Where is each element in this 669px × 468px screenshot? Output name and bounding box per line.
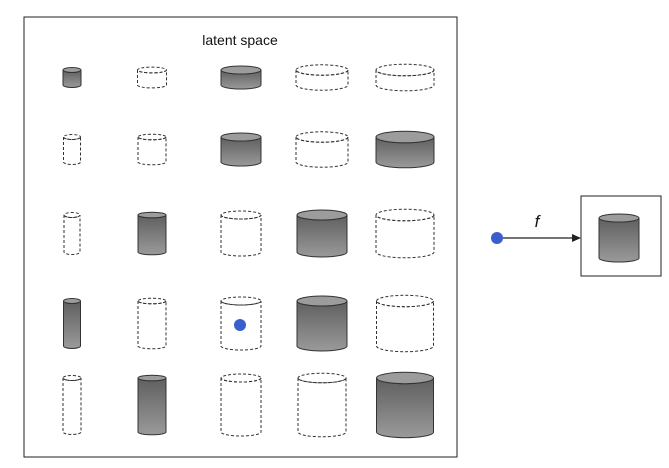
cylinder-r5-c3 bbox=[220, 373, 262, 437]
cylinder-r1-c4 bbox=[295, 64, 349, 91]
cylinder-r4-c2 bbox=[137, 297, 167, 350]
cylinder-r2-c5 bbox=[375, 130, 435, 169]
cylinder-r3-c2 bbox=[137, 211, 167, 256]
cylinder-r3-c4 bbox=[296, 209, 348, 258]
cylinder-r5-c4 bbox=[297, 372, 347, 438]
latent-point-marker bbox=[234, 319, 246, 331]
function-label: f bbox=[535, 212, 542, 231]
input-point bbox=[491, 232, 503, 244]
cylinder-r4-c5 bbox=[376, 294, 434, 353]
output-cylinder bbox=[598, 213, 640, 263]
cylinder-r3-c5 bbox=[375, 208, 435, 259]
cylinder-r4-c3 bbox=[220, 296, 262, 351]
cylinder-r1-c5 bbox=[375, 63, 435, 92]
cylinder-r5-c2 bbox=[137, 374, 167, 436]
cylinder-grid bbox=[62, 63, 435, 439]
cylinder-r3-c3 bbox=[220, 210, 262, 257]
cylinder-r4-c1 bbox=[63, 298, 81, 349]
cylinder-r1-c2 bbox=[137, 66, 167, 89]
latent-space-title: latent space bbox=[202, 32, 278, 48]
mapping-arrowhead bbox=[572, 234, 581, 242]
output-cylinder-shape bbox=[598, 213, 640, 263]
cylinder-r3-c1 bbox=[63, 212, 81, 255]
cylinder-r2-c2 bbox=[137, 133, 167, 166]
cylinder-r1-c3 bbox=[220, 65, 262, 90]
cylinder-r5-c5 bbox=[376, 371, 434, 439]
cylinder-r1-c1 bbox=[62, 67, 82, 88]
cylinder-r2-c1 bbox=[63, 134, 81, 165]
cylinder-r5-c1 bbox=[62, 375, 82, 435]
cylinder-r2-c4 bbox=[295, 131, 349, 168]
cylinder-r2-c3 bbox=[220, 132, 262, 167]
cylinder-r4-c4 bbox=[296, 295, 348, 352]
